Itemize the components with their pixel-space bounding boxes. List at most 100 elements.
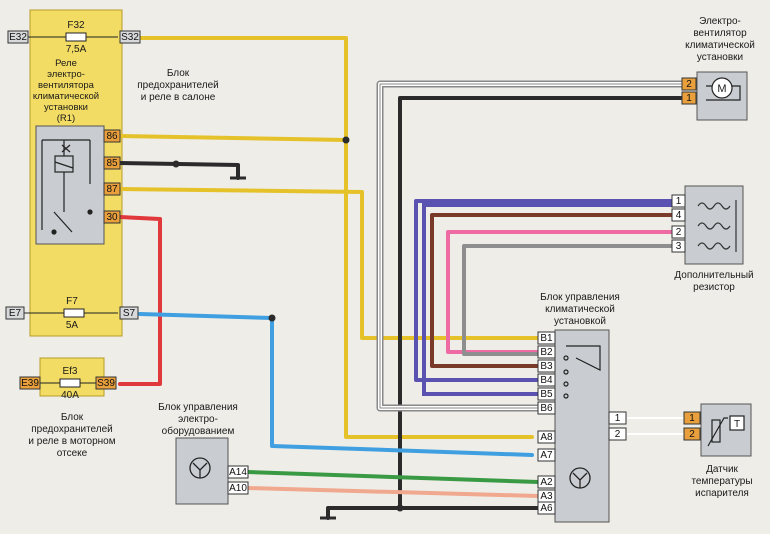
- svg-text:A7: A7: [540, 450, 553, 461]
- svg-text:климатической: климатической: [545, 304, 615, 315]
- fuse-ef3-name: Ef3: [62, 366, 77, 377]
- ground-symbols: [230, 176, 336, 520]
- wire-gray: [462, 244, 674, 356]
- engine-fuse-block: [39, 357, 105, 397]
- fuse-f32-rating: 7,5A: [66, 44, 87, 55]
- svg-text:B6: B6: [540, 403, 553, 414]
- svg-text:установкой: установкой: [554, 316, 606, 327]
- pin-resistor-2: 2: [671, 225, 686, 239]
- wire-brown: [430, 213, 674, 368]
- wires: [118, 36, 685, 520]
- wire-salmon: [246, 486, 540, 498]
- relay-title: Реле электро- вентилятора климатической …: [33, 58, 99, 124]
- fan-box: [696, 71, 748, 121]
- pin-relay-85: 85: [103, 156, 121, 170]
- svg-text:2: 2: [689, 429, 695, 440]
- fuse-ef3-rating: 40A: [61, 390, 79, 401]
- pin-cc-right-2: 2: [608, 427, 627, 441]
- svg-text:3: 3: [676, 241, 682, 252]
- ecu-title: Блок управления электро- оборудованием: [158, 402, 238, 437]
- svg-text:A2: A2: [540, 477, 553, 488]
- pin-resistor-4: 4: [671, 208, 686, 222]
- wire-purple-b5: [422, 203, 672, 396]
- wire-purple: [414, 199, 674, 382]
- svg-text:E7: E7: [9, 308, 22, 319]
- svg-text:S39: S39: [97, 378, 115, 389]
- svg-text:B3: B3: [540, 361, 553, 372]
- pin-sensor-1: 1: [683, 411, 701, 425]
- svg-text:1: 1: [686, 93, 692, 104]
- resistor-caption: Дополнительный резистор: [674, 270, 753, 293]
- svg-text:1: 1: [676, 196, 682, 207]
- pin-cc-A8: A8: [537, 430, 556, 444]
- junctions: [172, 136, 404, 512]
- wire-yellow-s32: [138, 36, 534, 439]
- fuse-f7-rating: 5A: [66, 320, 79, 331]
- sensor-t-label: T: [734, 419, 740, 430]
- svg-text:A6: A6: [540, 503, 553, 514]
- svg-text:климатической: климатической: [33, 91, 99, 102]
- control-symbol: [189, 457, 591, 489]
- svg-text:1: 1: [615, 413, 621, 424]
- svg-text:2: 2: [615, 429, 621, 440]
- svg-text:(R1): (R1): [57, 113, 75, 124]
- svg-text:электро-: электро-: [47, 69, 85, 80]
- svg-text:2: 2: [686, 79, 692, 90]
- pin-relay-30: 30: [103, 210, 121, 224]
- wire-green: [246, 470, 540, 484]
- svg-text:оборудованием: оборудованием: [162, 425, 235, 437]
- pin-resistor-1: 1: [671, 194, 686, 208]
- svg-text:S32: S32: [121, 32, 139, 43]
- pin-e39: E39: [19, 376, 41, 390]
- svg-text:Блок управления: Блок управления: [540, 292, 620, 303]
- svg-text:E39: E39: [21, 378, 39, 389]
- svg-text:B2: B2: [540, 347, 553, 358]
- pin-sensor-2: 2: [683, 427, 701, 441]
- svg-text:E32: E32: [9, 32, 27, 43]
- svg-text:87: 87: [106, 184, 118, 195]
- svg-text:A3: A3: [540, 491, 553, 502]
- thermistor-symbol: [707, 415, 745, 447]
- svg-text:1: 1: [689, 413, 695, 424]
- svg-text:вентилятор: вентилятор: [693, 28, 747, 39]
- relay-symbol: [41, 139, 93, 235]
- svg-text:Датчик: Датчик: [706, 464, 738, 475]
- svg-text:установки: установки: [697, 52, 743, 63]
- pin-s32: S32: [119, 30, 141, 44]
- pin-s7: S7: [119, 306, 139, 320]
- pin-cc-A7: A7: [537, 448, 556, 462]
- pin-cc-B2: B2: [537, 345, 556, 359]
- svg-text:и реле в моторном: и реле в моторном: [28, 436, 115, 447]
- sensor-caption: Датчик температуры испарителя: [691, 464, 752, 499]
- svg-text:B1: B1: [540, 333, 553, 344]
- svg-text:резистор: резистор: [693, 282, 735, 293]
- svg-text:вентилятора: вентилятора: [38, 80, 95, 91]
- resistor-coils: [697, 200, 737, 252]
- svg-text:B4: B4: [540, 375, 553, 386]
- svg-text:предохранителей: предохранителей: [137, 80, 219, 91]
- engine-block-caption: Блок предохранителей и реле в моторном о…: [28, 412, 115, 459]
- svg-text:A10: A10: [229, 483, 247, 494]
- svg-text:Блок управления: Блок управления: [158, 402, 238, 413]
- svg-text:S7: S7: [123, 308, 136, 319]
- svg-text:и реле в салоне: и реле в салоне: [141, 92, 216, 103]
- relay-r1-box: [35, 125, 105, 245]
- svg-text:температуры: температуры: [691, 476, 752, 487]
- svg-text:Дополнительный: Дополнительный: [674, 270, 753, 281]
- pin-fan-1: 1: [681, 91, 697, 105]
- pin-relay-86: 86: [103, 129, 121, 143]
- svg-text:85: 85: [106, 158, 118, 169]
- svg-text:Реле: Реле: [55, 58, 77, 69]
- svg-text:A8: A8: [540, 432, 553, 443]
- pin-e7: E7: [5, 306, 25, 320]
- svg-text:электро-: электро-: [178, 414, 218, 425]
- pin-relay-87: 87: [103, 182, 121, 196]
- svg-text:предохранителей: предохранителей: [31, 424, 113, 435]
- motor-symbol: [706, 77, 741, 101]
- svg-text:Блок: Блок: [167, 68, 190, 79]
- pin-cc-A2: A2: [537, 475, 556, 489]
- svg-text:A14: A14: [229, 467, 247, 478]
- wire-yellow-86: [118, 134, 348, 142]
